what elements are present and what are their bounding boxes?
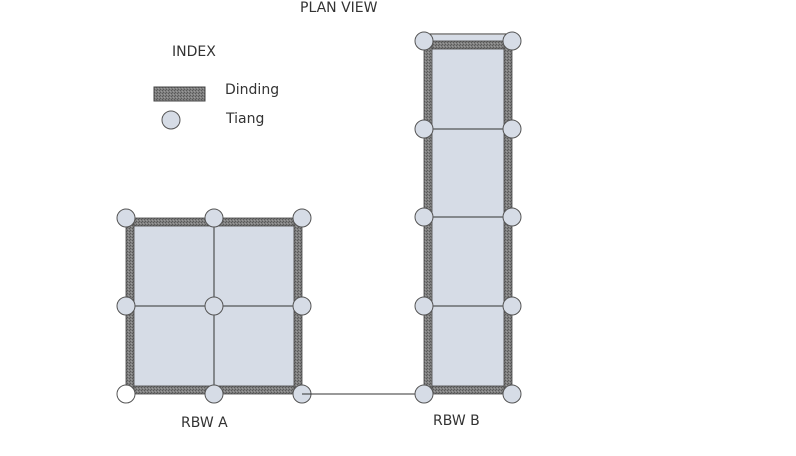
column — [204, 384, 224, 404]
column-swatch-icon — [161, 110, 181, 130]
column — [116, 208, 136, 228]
floor-area — [424, 35, 512, 394]
building-label: RBW B — [433, 413, 480, 429]
column — [414, 296, 434, 316]
legend-column-label: Tiang — [225, 111, 264, 127]
building-rbw-b: RBW B — [414, 31, 522, 429]
column — [502, 384, 522, 404]
column — [414, 119, 434, 139]
column — [502, 207, 522, 227]
legend-heading: INDEX — [172, 44, 216, 60]
column — [502, 31, 522, 51]
column — [204, 208, 224, 228]
legend: INDEX Dinding Tiang — [153, 44, 279, 130]
column-open — [116, 384, 136, 404]
column — [292, 208, 312, 228]
column — [502, 119, 522, 139]
building-rbw-a: RBW A — [116, 208, 312, 431]
column — [116, 296, 136, 316]
wall-bottom — [423, 385, 513, 395]
column — [414, 31, 434, 51]
column — [292, 296, 312, 316]
wall-swatch — [153, 86, 206, 102]
legend-wall-label: Dinding — [225, 82, 279, 98]
wall-top — [423, 40, 513, 50]
diagram-title: PLAN VIEW — [300, 0, 378, 16]
building-label: RBW A — [181, 415, 228, 431]
column — [414, 384, 434, 404]
column — [414, 207, 434, 227]
column — [502, 296, 522, 316]
column — [204, 296, 224, 316]
